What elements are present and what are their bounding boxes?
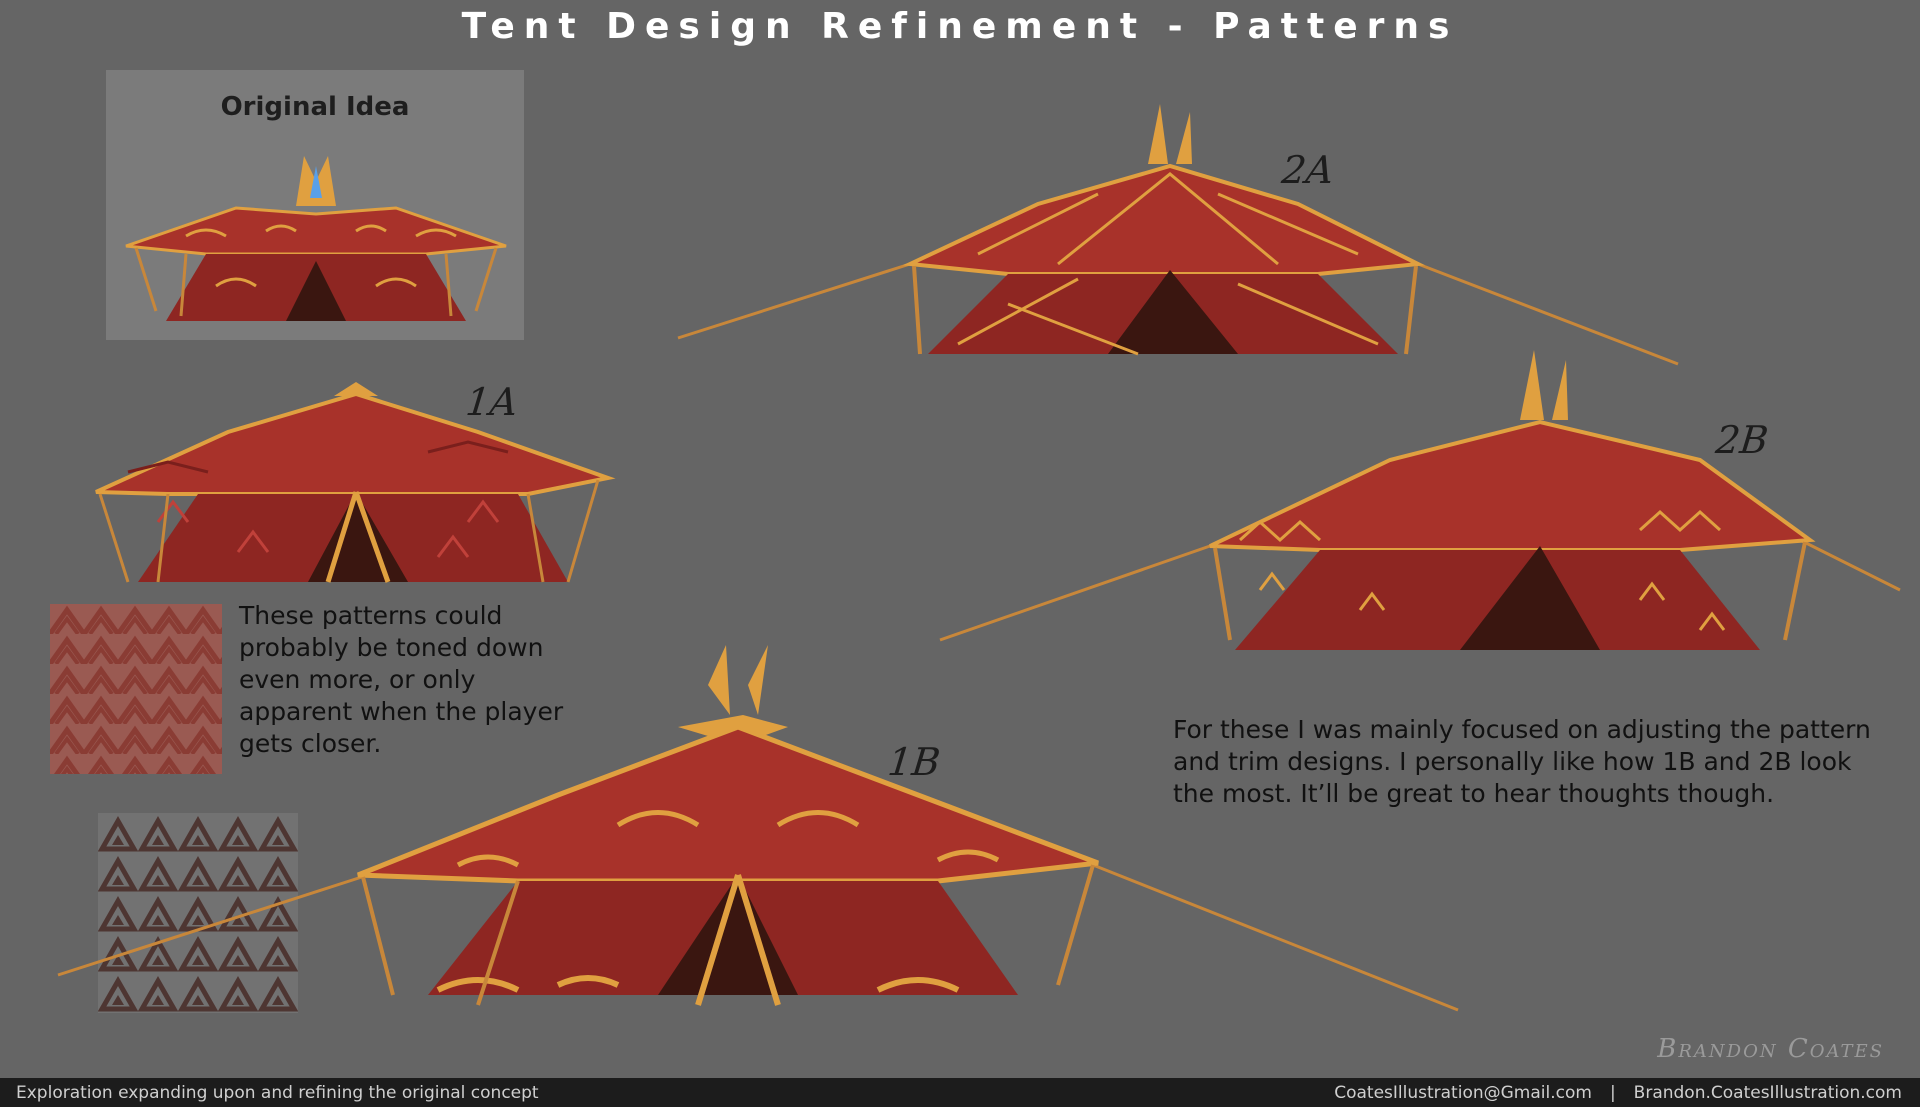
footer-bar: Exploration expanding upon and refining … bbox=[0, 1078, 1920, 1107]
tent-1a-illustration bbox=[95, 382, 616, 583]
variant-label-2b: 2B bbox=[1713, 418, 1771, 462]
design-note: For these I was mainly focused on adjust… bbox=[1173, 715, 1871, 808]
page-title: Tent Design Refinement - Patterns bbox=[461, 6, 1459, 47]
original-tent-illustration bbox=[125, 156, 507, 321]
footer-contact: CoatesIllustration@Gmail.com | Brandon.Coa… bbox=[1334, 1083, 1902, 1103]
variant-label-1a: 1A bbox=[463, 380, 520, 424]
chevron-pattern-swatch bbox=[50, 604, 222, 774]
variant-label-2a: 2A bbox=[1279, 148, 1336, 192]
footer-caption: Exploration expanding upon and refining … bbox=[16, 1083, 539, 1103]
tent-2a-illustration bbox=[677, 104, 1679, 366]
footer-separator: | bbox=[1609, 1083, 1616, 1103]
footer-website[interactable]: Brandon.CoatesIllustration.com bbox=[1633, 1083, 1902, 1103]
original-idea-label: Original Idea bbox=[220, 92, 410, 122]
original-idea-panel: Original Idea bbox=[106, 70, 524, 340]
tent-2b-illustration bbox=[939, 350, 1901, 650]
tent-1b-illustration bbox=[57, 645, 1459, 1012]
triangle-pattern-icon bbox=[98, 813, 298, 1013]
pattern-note: These patterns could probably be toned d… bbox=[239, 601, 564, 758]
chevron-pattern-icon bbox=[50, 604, 222, 774]
variant-label-1b: 1B bbox=[885, 740, 943, 784]
artist-signature: Brandon Coates bbox=[1657, 1034, 1884, 1064]
footer-email[interactable]: CoatesIllustration@Gmail.com bbox=[1334, 1083, 1592, 1103]
triangle-pattern-swatch bbox=[98, 813, 298, 1013]
